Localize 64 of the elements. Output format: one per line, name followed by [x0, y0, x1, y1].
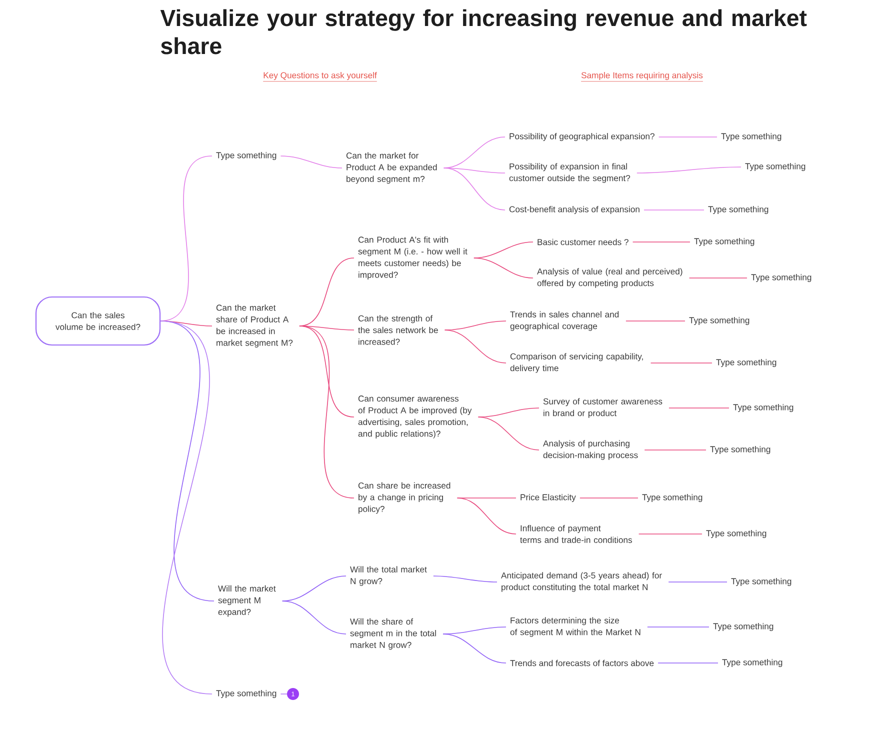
topic-text: Type something	[642, 494, 702, 502]
branch-line	[443, 168, 506, 210]
branch-line	[280, 156, 342, 168]
topic-text: Will the total market N grow?	[350, 566, 427, 586]
branch-line	[636, 166, 742, 174]
branch-line	[444, 330, 506, 364]
branch-line	[647, 626, 710, 628]
branch-line	[282, 600, 346, 634]
topic-text: Type something	[751, 274, 812, 282]
topic-text: Trends in sales channel and geographical coverage	[510, 311, 619, 331]
topic-text: Trends and forecasts of factors above	[510, 660, 654, 666]
topic-text: Analysis of purchasing decision-making process	[543, 440, 638, 460]
topic-text: Can consumer awareness of Product A be improved (by advertising, sales promotion, and public relations)?	[358, 396, 472, 438]
branch-line	[658, 662, 718, 664]
topic-text: Cost-benefit analysis of expansion	[509, 206, 640, 214]
topic-text: Type something	[708, 206, 768, 214]
topic-text: Type something	[745, 163, 806, 171]
topic-text: Type something	[733, 404, 794, 412]
link: Key Questions to ask yourself	[262, 72, 378, 82]
link: Sample Items requiring analysis	[580, 72, 704, 82]
branch-line	[478, 408, 540, 418]
topic-text: Survey of customer awareness in brand or product	[543, 398, 662, 418]
topic-text: Factors determining the size of segment M within the Market N	[510, 617, 640, 637]
branch-line	[443, 168, 506, 174]
branch-line	[160, 320, 212, 694]
branch-line	[658, 136, 718, 138]
branch-line	[650, 362, 712, 364]
topic-text: Analysis of value (real and perceived) offered by competing products	[537, 268, 682, 288]
topic-box: Can the sales volume be increased?	[35, 296, 161, 346]
topic-text: Will the share of segment m in the total market N grow?	[350, 618, 436, 650]
topic-text: Comparison of servicing capability, delivery time	[510, 353, 643, 373]
branch-line	[282, 576, 346, 602]
topic-text: Type something	[721, 133, 782, 141]
branch-line	[444, 320, 506, 330]
branch-line	[299, 326, 354, 498]
topic-text: Type something	[731, 578, 792, 586]
topic-text: Basic customer needs ?	[538, 238, 628, 246]
topic-text: Type something	[722, 659, 782, 667]
topic-text: Type something	[689, 317, 750, 325]
topic-text: Possibility of geographical expansion?	[510, 133, 654, 141]
title: Visualize your strategy for increasing revenue and market share	[160, 9, 807, 54]
branch-line	[626, 320, 686, 322]
branch-line	[478, 416, 540, 450]
topic-text: Type something	[716, 359, 776, 367]
topic-text: Type something	[216, 690, 276, 698]
topic-text: Possibility of expansion in final customer outside the segment?	[509, 163, 630, 183]
topic-text: Type something	[706, 530, 766, 538]
topic-text: Can the market share of Product A be increased in market segment M?	[216, 304, 293, 348]
branch-line	[456, 498, 516, 534]
topic-text: Anticipated demand (3-5 years ahead) for product constituting the total market N	[501, 572, 662, 592]
topic-text: Can the strength of the sales network be increased?	[358, 315, 438, 345]
topic-text: Type something	[713, 623, 774, 631]
topic-text: Will the market segment M expand?	[218, 585, 276, 617]
topic-text: Can share be increased by a change in pricing policy?	[358, 482, 450, 514]
branch-line	[442, 634, 506, 664]
topic-text: Can the market for Product A be expanded beyond segment m?	[346, 152, 437, 184]
branch-line	[474, 258, 534, 278]
topic-text: Price Elasticity	[520, 494, 576, 502]
topic-text: Influence of payment terms and trade-in conditions	[520, 525, 632, 543]
branch-line	[433, 576, 498, 582]
topic-text: Type something	[694, 238, 754, 246]
topic-text: Can Product A's fit with segment M (i.e. - how well it meets customer needs) be improved?	[358, 236, 468, 280]
topic-text: Type something	[216, 152, 276, 160]
topic-text: Type something	[710, 446, 770, 454]
